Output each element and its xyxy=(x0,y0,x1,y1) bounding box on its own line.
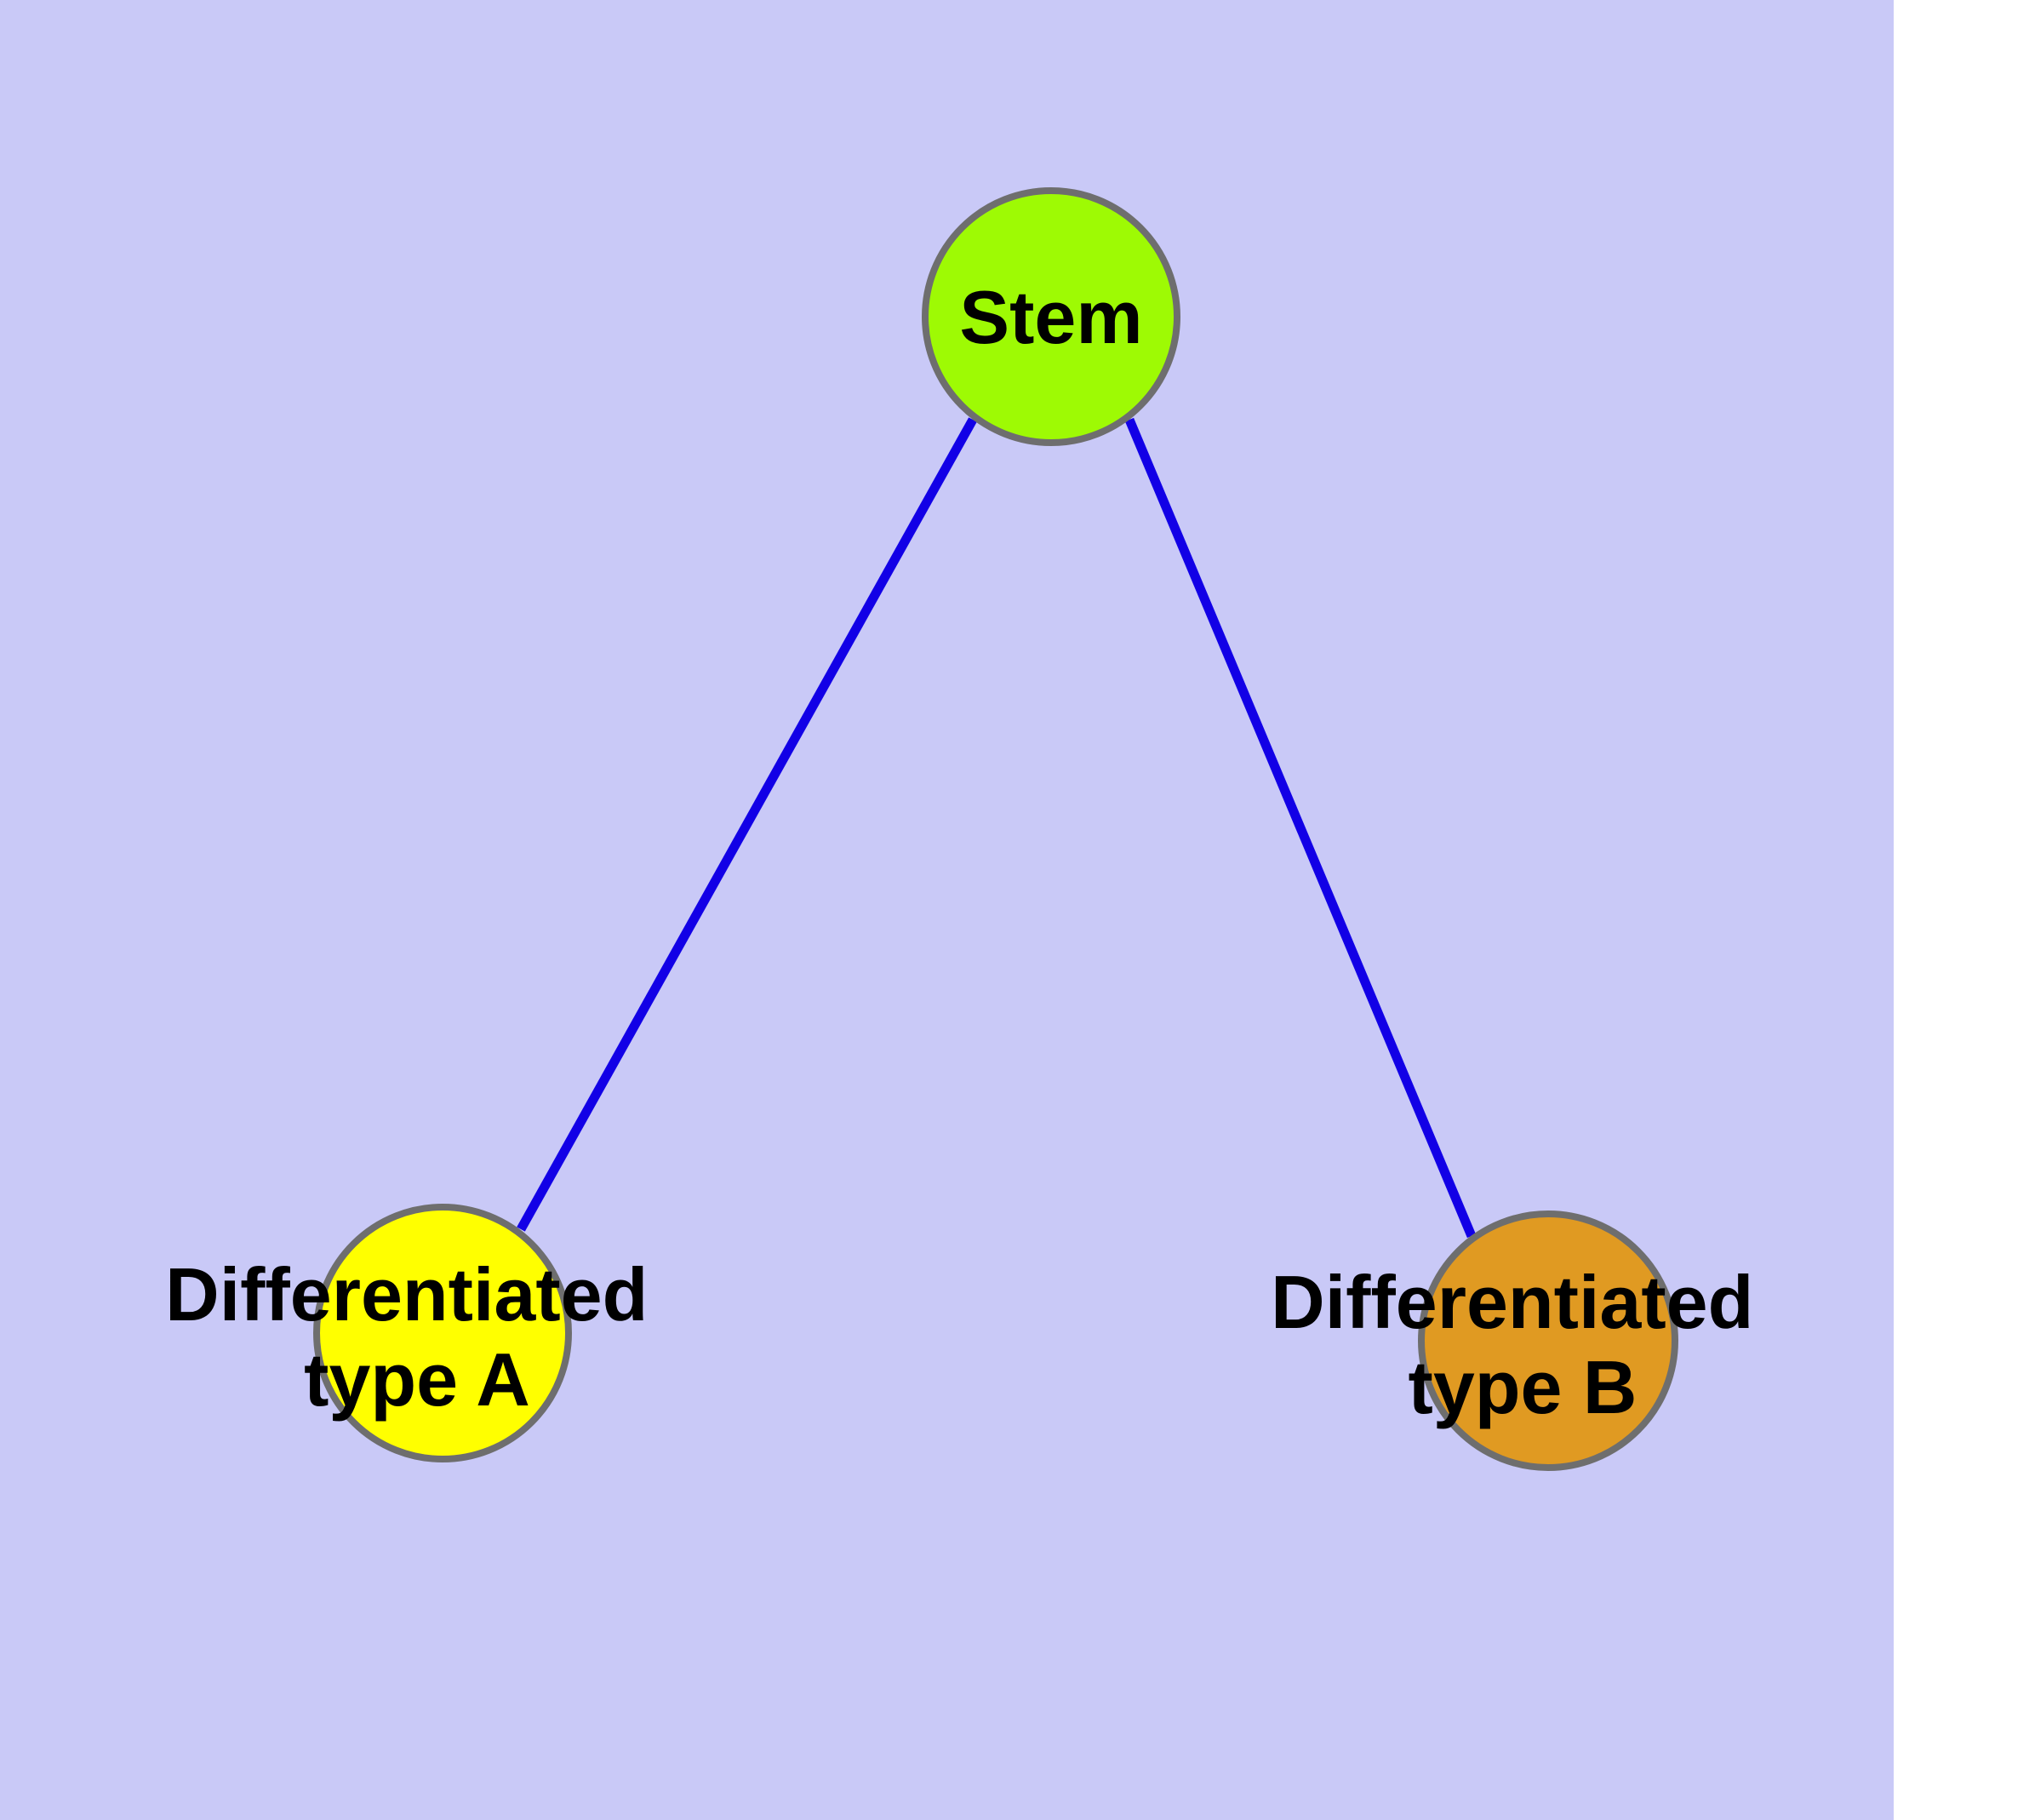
node-stem[interactable]: Stem xyxy=(922,187,1180,446)
edge-stem-diff-b[interactable] xyxy=(1124,417,1477,1239)
node-differentiated-type-b-label-line-1: type B xyxy=(1409,1345,1637,1429)
node-differentiated-type-a[interactable]: Differentiated type A xyxy=(165,1204,669,1462)
node-differentiated-type-a-label-line-0: Differentiated xyxy=(165,1252,648,1336)
node-differentiated-type-b-label-line-0: Differentiated xyxy=(1271,1260,1753,1344)
edge-layer xyxy=(517,417,1477,1239)
edge-stem-diff-a[interactable] xyxy=(517,417,977,1232)
node-stem-circle[interactable] xyxy=(922,187,1180,446)
node-differentiated-type-a-label-line-1: type A xyxy=(304,1337,530,1422)
node-layer: Stem Differentiated type A Differentiate… xyxy=(165,187,1775,1471)
node-differentiated-type-a-label: Differentiated type A xyxy=(165,1252,669,1422)
node-stem-label: Stem xyxy=(959,275,1142,359)
node-stem-label-line-0: Stem xyxy=(959,275,1142,359)
node-differentiated-type-b[interactable]: Differentiated type B xyxy=(1271,1210,1775,1471)
node-differentiated-type-b-circle[interactable] xyxy=(1418,1210,1678,1471)
node-differentiated-type-a-circle[interactable] xyxy=(313,1204,572,1462)
node-differentiated-type-b-label: Differentiated type B xyxy=(1271,1260,1775,1429)
